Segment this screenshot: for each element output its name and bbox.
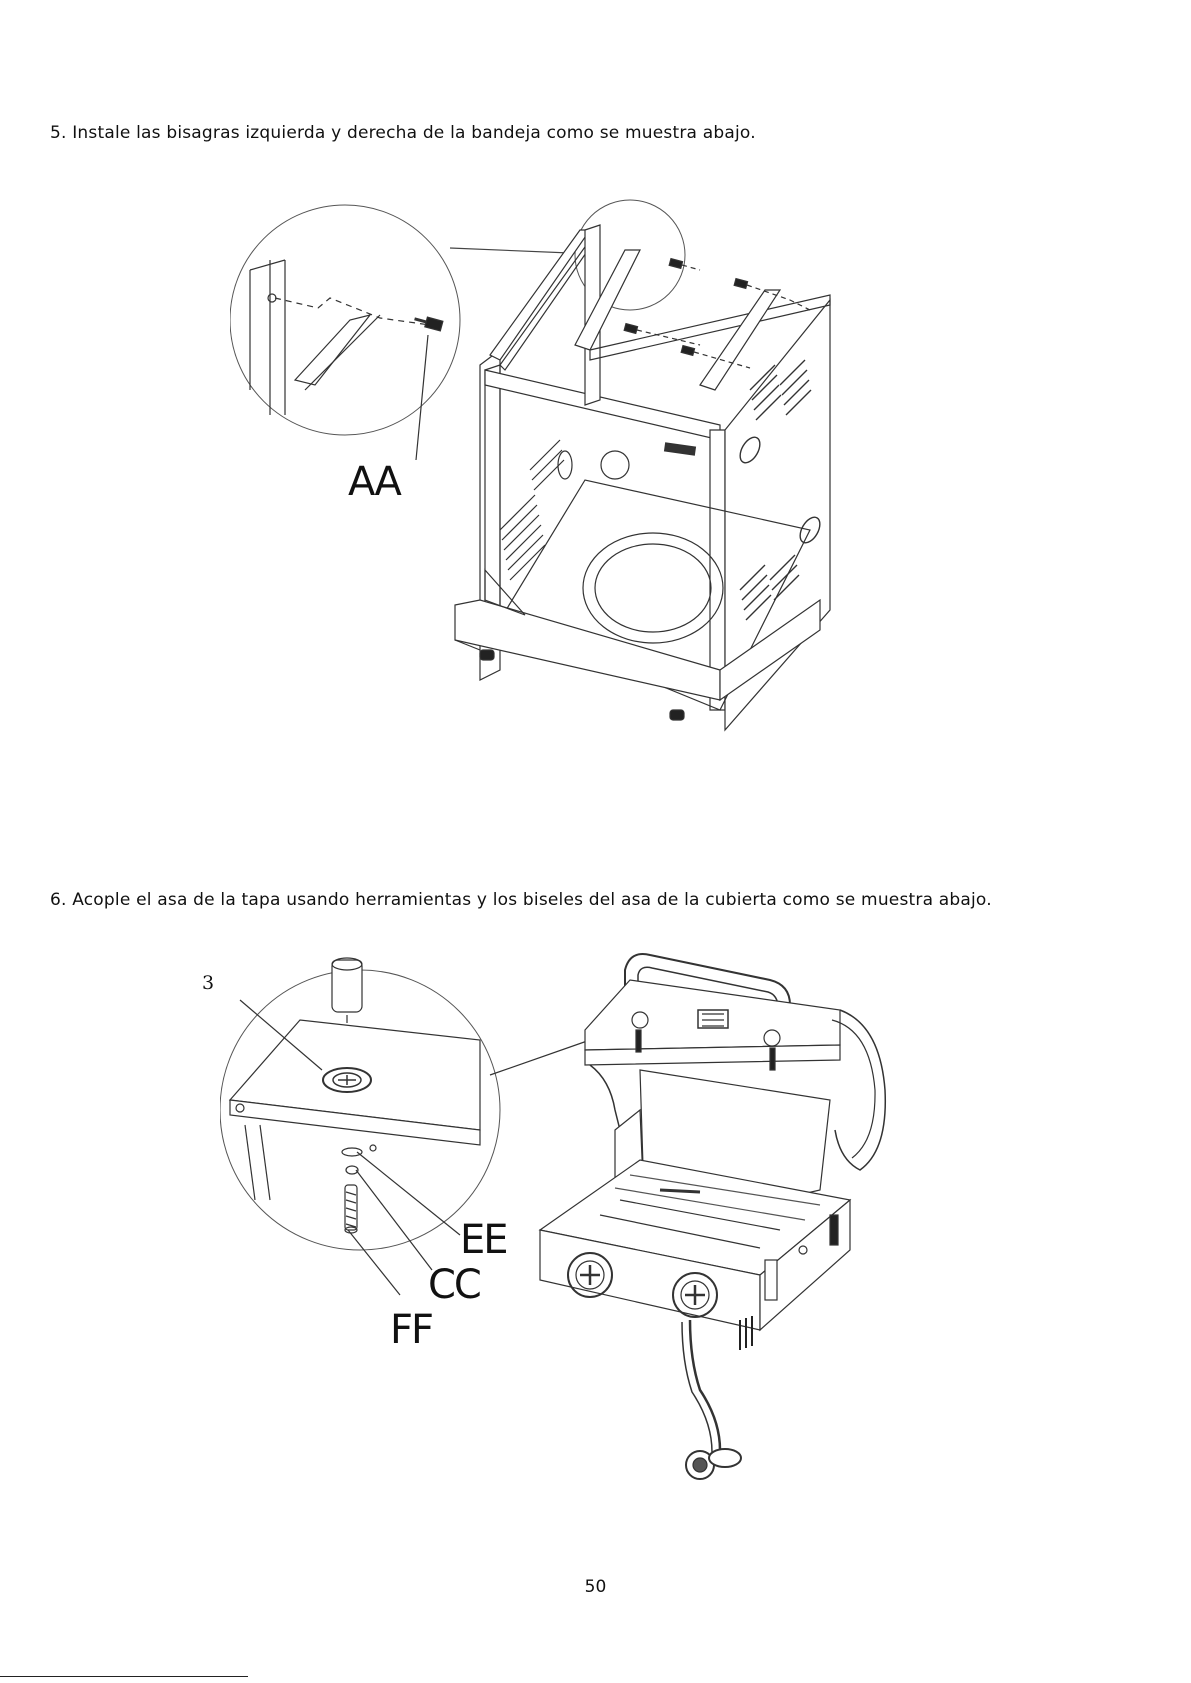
step-6-instruction: 6. Acople el asa de la tapa usando herra… (50, 890, 992, 910)
callout-ee: EE (460, 1220, 507, 1260)
page-number: 50 (0, 1577, 1191, 1597)
cart-body (455, 225, 830, 730)
callout-cc: CC (428, 1265, 480, 1305)
callout-ff: FF (390, 1310, 432, 1350)
detail-circle-handle (220, 958, 590, 1295)
cart-hinge-diagram: AA (230, 190, 910, 780)
callout-aa: AA (348, 462, 400, 502)
footer-rule (0, 1676, 248, 1677)
grill-body (540, 954, 885, 1479)
reference-number-3: 3 (202, 972, 214, 994)
lid-handle-diagram: 3 EE CC FF (220, 930, 980, 1570)
detail-circle-left (230, 205, 460, 460)
step-5-instruction: 5. Instale las bisagras izquierda y dere… (50, 123, 756, 143)
